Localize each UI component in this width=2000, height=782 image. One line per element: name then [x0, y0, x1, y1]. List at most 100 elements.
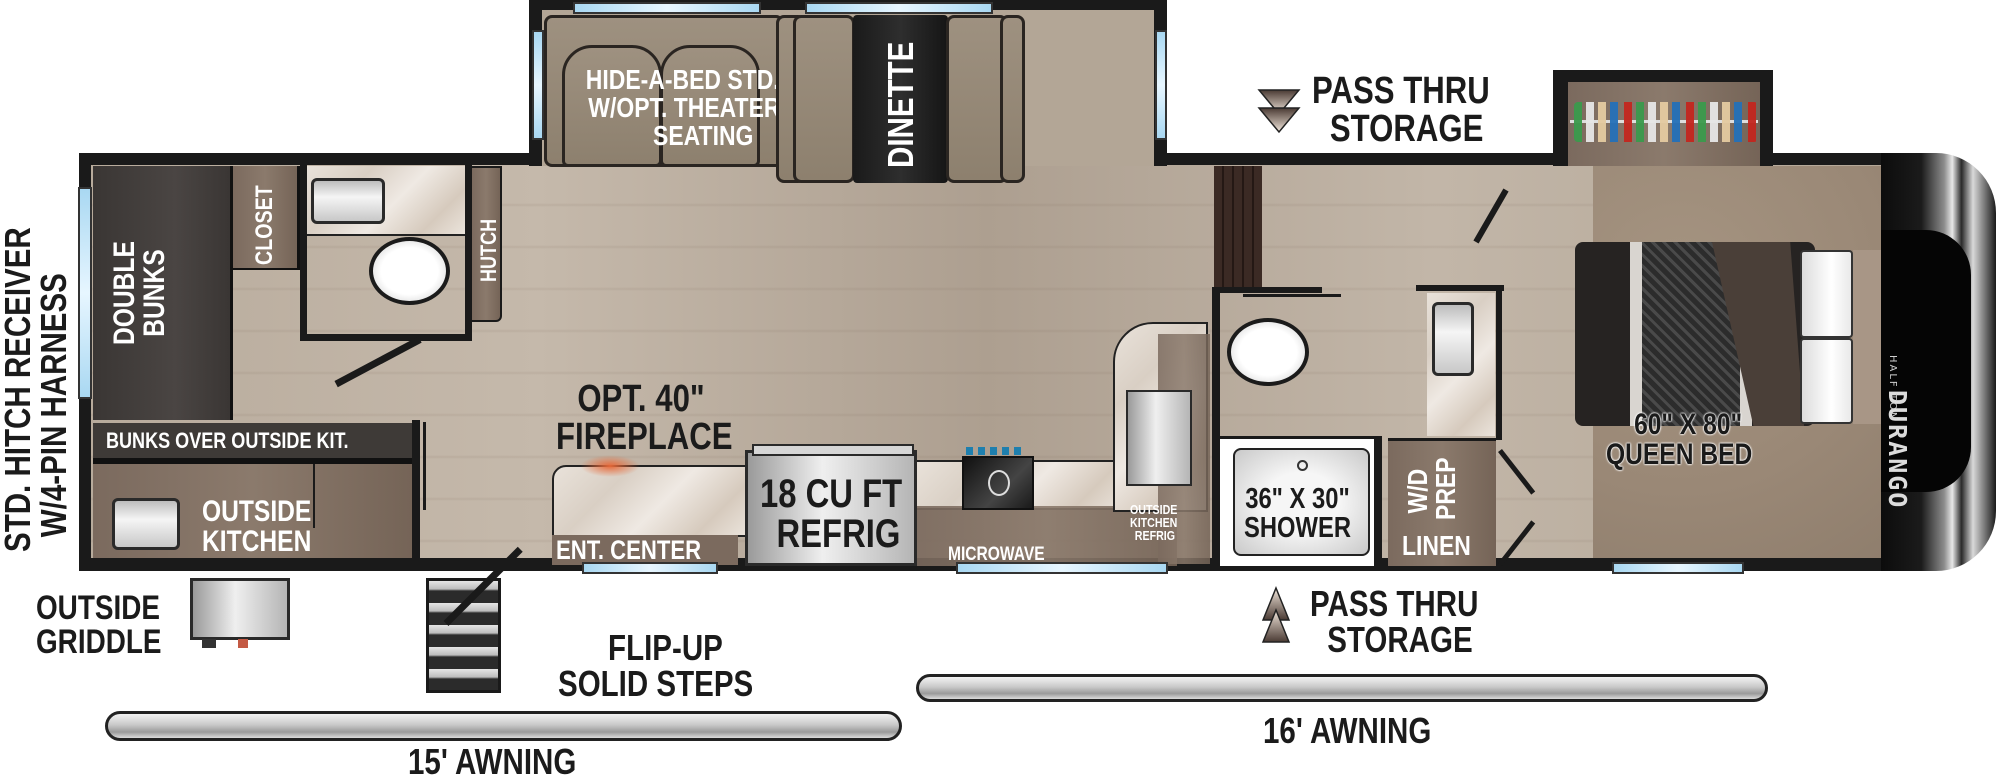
- bed-pillow-bottom: [1800, 338, 1853, 424]
- mid-bath-wall-left: [1212, 290, 1220, 565]
- outside-kitchen-label: OUTSIDE KITCHEN: [202, 497, 311, 557]
- griddle-line2: GRIDDLE: [36, 623, 162, 661]
- awning-front-label: 16' AWNING: [1263, 710, 1432, 751]
- fireplace-label: OPT. 40" FIREPLACE: [556, 380, 733, 456]
- window-kitchen: [956, 562, 1168, 574]
- double-bunks: [93, 166, 233, 420]
- closet: [233, 166, 300, 270]
- rear-bath-sink: [311, 178, 385, 224]
- refrigerator-label: 18 CU FT REFRIG: [760, 474, 902, 554]
- outside-kitchen-divider: [313, 464, 315, 528]
- refrigerator: [745, 450, 917, 566]
- wd-line2: PREP: [1430, 457, 1461, 520]
- pass-thru-top-arrow-icon: [1257, 88, 1301, 134]
- mid-bath-sink: [1432, 302, 1474, 376]
- bunks-over-outside-kitchen: [93, 423, 416, 464]
- griddle-knob-right: [238, 639, 248, 648]
- outside-kitchen-line1: OUTSIDE: [202, 495, 312, 528]
- refrig-line1: 18 CU FT: [760, 472, 903, 516]
- vanity-wall: [1416, 285, 1504, 291]
- hutch: [472, 166, 502, 322]
- kitchen-lower-cabinet: [917, 506, 1177, 566]
- griddle-knob-left: [202, 639, 216, 648]
- double-bunks-line2: BUNKS: [138, 249, 171, 337]
- steps-label: FLIP-UP SOLID STEPS: [558, 630, 753, 702]
- shower-label: 36" X 30" SHOWER: [1244, 485, 1351, 543]
- shower-line1: 36" X 30": [1245, 483, 1350, 515]
- okr-line3: REFRIG: [1134, 528, 1176, 543]
- dinette-seat-right: [946, 15, 1008, 183]
- hitch-line1: STD. HITCH RECEIVER: [0, 227, 38, 552]
- pass-thru-bottom-label: PASS THRU STORAGE: [1310, 586, 1478, 658]
- vanity-wall-right: [1496, 285, 1502, 440]
- cooktop-knobs: [966, 447, 1026, 455]
- refrig-line2: REFRIG: [776, 512, 901, 556]
- flip-up-steps[interactable]: [426, 578, 501, 693]
- steps-line1: FLIP-UP: [608, 627, 723, 668]
- mid-bath-top-wall: [1212, 287, 1322, 293]
- rear-bath-toilet: [369, 237, 450, 305]
- shower-drain: [1297, 460, 1308, 471]
- sofa-seat-right: [660, 45, 760, 167]
- pass-thru-bottom-line1: PASS THRU: [1310, 583, 1479, 624]
- hide-a-bed-line3: SEATING: [653, 120, 754, 151]
- hide-a-bed-line1: HIDE-A-BED STD.: [585, 64, 780, 95]
- pass-thru-bottom-line2: STORAGE: [1327, 619, 1473, 660]
- queen-bed-label: 60" X 80" QUEEN BED: [1606, 410, 1752, 470]
- hitch-receiver-label: STD. HITCH RECEIVER W/4-PIN HARNESS: [0, 227, 74, 552]
- kitchen-sink: [1126, 390, 1192, 486]
- hide-a-bed-line2: W/OPT. THEATER: [588, 92, 781, 123]
- rear-bath: [300, 165, 472, 341]
- slide-window-right: [805, 2, 993, 14]
- wd-line1: W/D: [1402, 468, 1433, 514]
- pass-thru-top-line2: STORAGE: [1329, 108, 1484, 150]
- fireplace-glow: [580, 455, 640, 477]
- window-ent-center: [582, 562, 718, 574]
- shower-line2: SHOWER: [1244, 512, 1352, 544]
- outside-kitchen-line2: KITCHEN: [202, 525, 312, 558]
- outside-kitchen-sink: [112, 498, 180, 550]
- ent-center: [552, 535, 738, 565]
- slide-window-side-right: [1155, 30, 1167, 140]
- fireplace-line1: OPT. 40": [577, 378, 705, 420]
- dinette-seat-left: [793, 15, 855, 183]
- outside-griddle-label: OUTSIDE GRIDDLE: [36, 591, 161, 659]
- slide-window-left: [573, 2, 761, 14]
- pantry: [1214, 166, 1262, 288]
- fireplace-line2: FIREPLACE: [556, 416, 733, 458]
- bunks-over-label: BUNKS OVER OUTSIDE KIT.: [106, 428, 349, 453]
- hide-a-bed-label: HIDE-A-BED STD. W/OPT. THEATER SEATING: [585, 64, 781, 151]
- closet-label: CLOSET: [251, 185, 278, 265]
- hitch-line2: W/4-PIN HARNESS: [33, 273, 74, 538]
- pass-thru-top-label: PASS THRU STORAGE: [1312, 72, 1490, 148]
- outside-kitchen-refrig-label: OUTSIDE KITCHEN REFRIG: [1130, 503, 1177, 542]
- sofa-seat-left: [562, 45, 662, 167]
- mid-bath-toilet: [1227, 318, 1309, 386]
- ent-center-label: ENT. CENTER: [556, 535, 702, 565]
- awning-rear: [105, 711, 902, 741]
- cooktop: [962, 456, 1034, 510]
- griddle-line1: OUTSIDE: [36, 589, 160, 627]
- bed-headboard: [1853, 250, 1883, 424]
- queen-bed-line1: 60" X 80": [1634, 408, 1743, 441]
- mid-bath-door-wall: [1243, 294, 1341, 297]
- durango-logo-sub: HALF TON: [1887, 355, 1898, 422]
- slide-window-side-left: [532, 30, 544, 140]
- dinette-bench-right: [1000, 15, 1025, 183]
- linen-label: LINEN: [1402, 530, 1471, 561]
- steps-line2: SOLID STEPS: [558, 663, 754, 704]
- dinette-label: DINETTE: [880, 41, 921, 169]
- okr-line1: OUTSIDE: [1130, 502, 1178, 517]
- bed-pillow-top: [1800, 250, 1853, 338]
- awning-front: [916, 674, 1768, 702]
- wardrobe-hangers: [1574, 102, 1758, 142]
- double-bunks-label: DOUBLE BUNKS: [108, 241, 171, 345]
- bedroom-window: [1612, 562, 1744, 574]
- bunk-partition: [412, 420, 420, 560]
- front-cap-center: [1881, 230, 1971, 492]
- wd-prep-label: W/D PREP: [1402, 457, 1461, 520]
- queen-bed-line2: QUEEN BED: [1606, 438, 1753, 471]
- okr-line2: KITCHEN: [1130, 515, 1178, 530]
- awning-rear-label: 15' AWNING: [408, 741, 577, 782]
- cooktop-burner: [988, 470, 1010, 496]
